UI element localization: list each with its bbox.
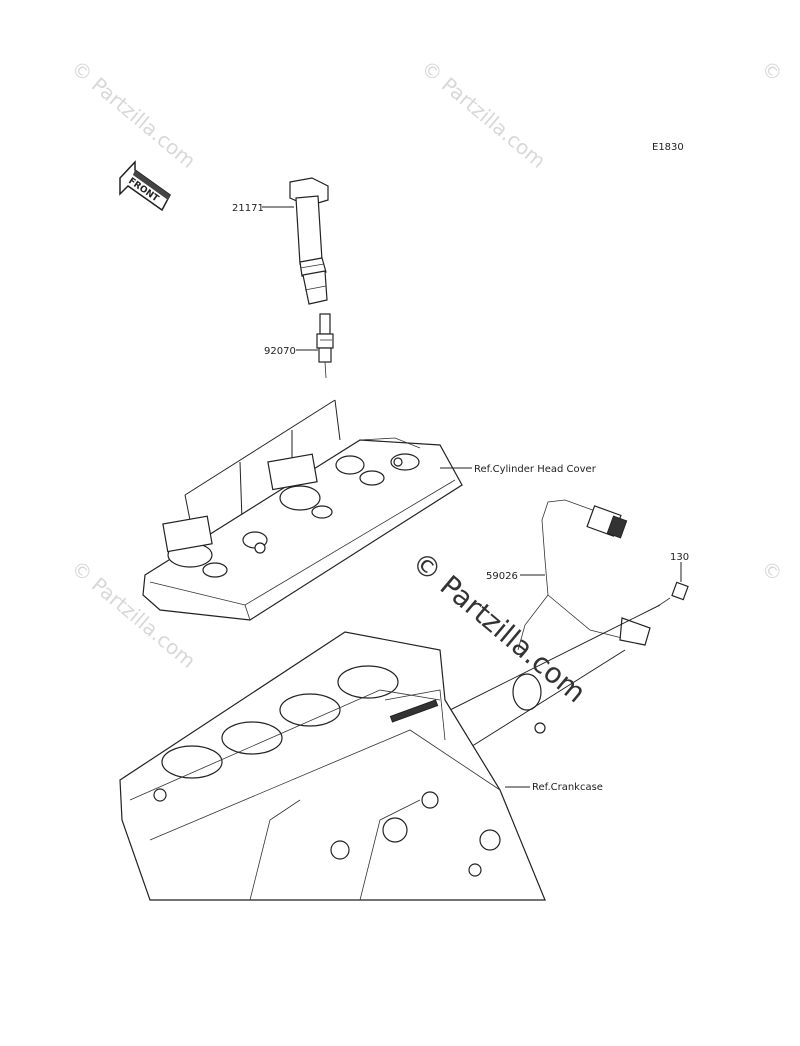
ref-crankcase: Ref.Crankcase — [532, 782, 603, 793]
callout-21171: 21171 — [232, 203, 264, 214]
callout-59026: 59026 — [486, 571, 518, 582]
diagram-code: E1830 — [652, 142, 684, 153]
watermark-top-left: © Partzilla.com — [67, 55, 201, 173]
ignition-coil — [289, 177, 329, 305]
watermark-top-center: © Partzilla.com — [417, 55, 551, 173]
bolt — [657, 581, 689, 607]
crankcase — [119, 631, 546, 901]
sensor-harness — [512, 499, 651, 734]
ref-cylinder-head-cover: Ref.Cylinder Head Cover — [474, 464, 597, 475]
cylinder-head-cover — [142, 437, 463, 621]
spark-plug — [316, 313, 334, 379]
sensor-guide-lines — [439, 604, 661, 761]
callout-130: 130 — [670, 552, 689, 563]
watermark-top-right: © — [757, 55, 788, 86]
callout-92070: 92070 — [264, 346, 296, 357]
watermark-mid-right: © — [757, 555, 788, 586]
front-arrow-icon: FRONT — [119, 160, 171, 212]
assembly-guide-lines — [184, 399, 341, 521]
